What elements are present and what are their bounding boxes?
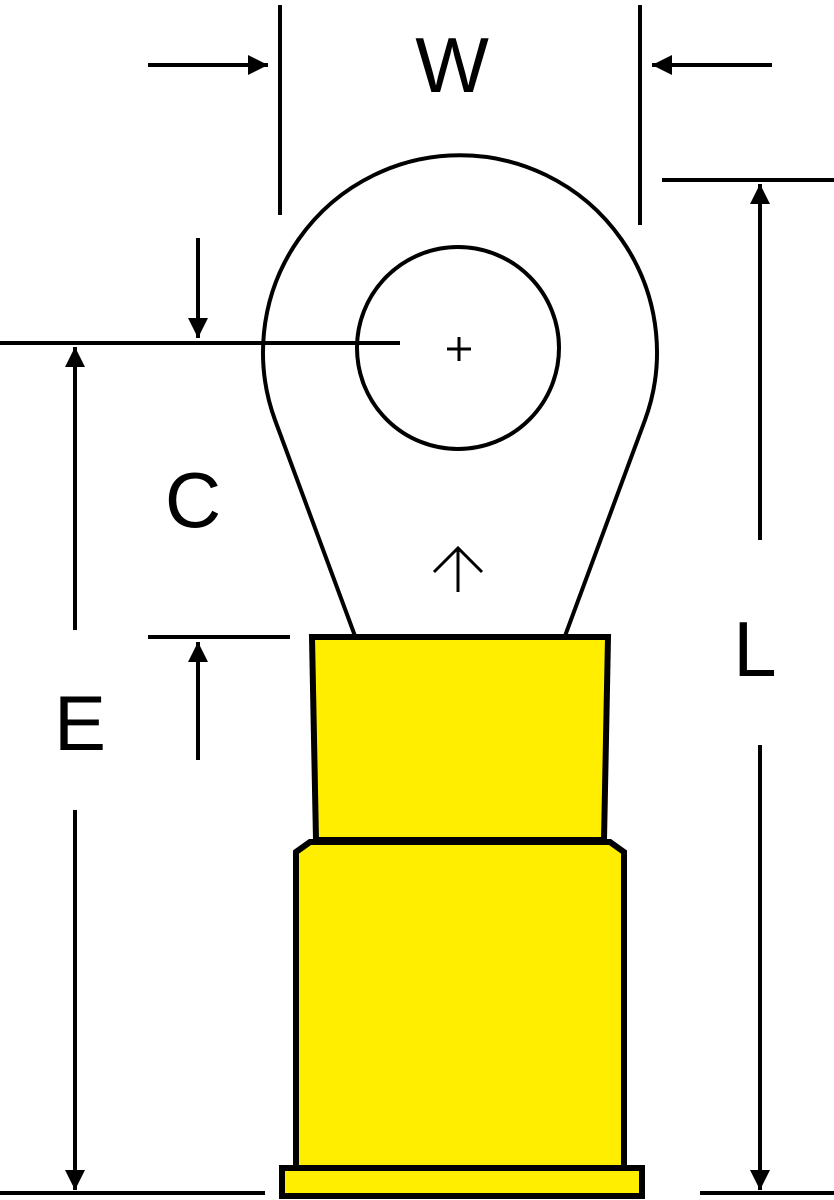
label-e: E <box>54 679 106 767</box>
label-l: L <box>733 605 776 693</box>
stud-hole <box>355 245 561 451</box>
sleeve-upper <box>308 634 612 843</box>
label-w: W <box>415 21 489 109</box>
ring-tongue-outline <box>261 153 659 637</box>
sleeve-lower <box>293 839 627 1171</box>
label-c: C <box>165 456 221 544</box>
sleeve-flange <box>279 1165 645 1199</box>
insulation-sleeve <box>279 634 645 1199</box>
small-up-arrow-head <box>432 545 484 574</box>
